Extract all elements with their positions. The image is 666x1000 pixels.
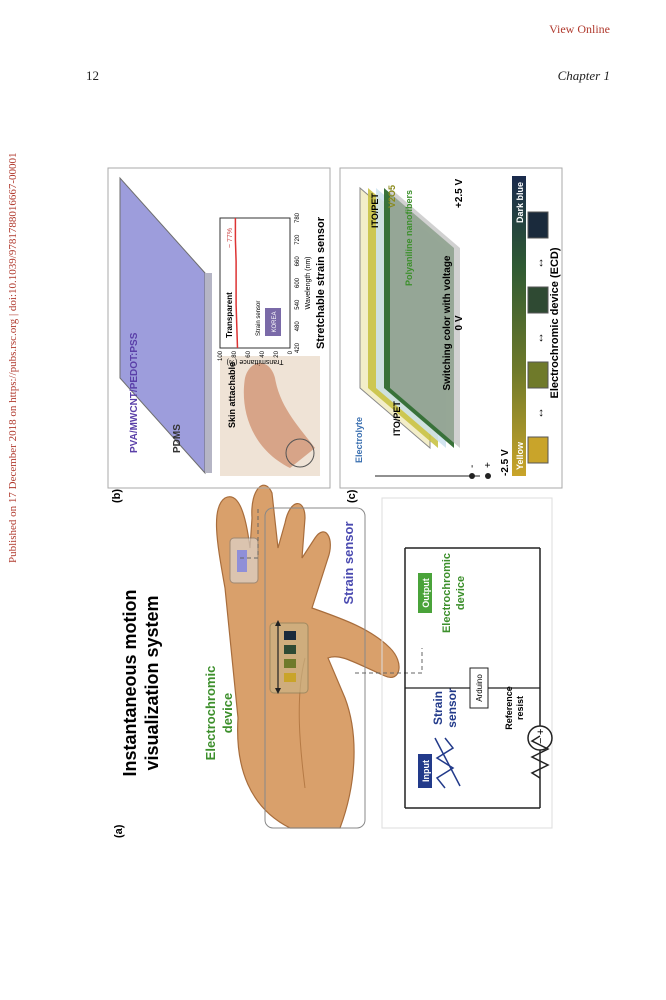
double-arrow-icon: ↔ — [532, 257, 546, 269]
y-tick-label: 80 — [232, 350, 238, 357]
chart-marks: 420 480 540 600 660 720 780 0 20 40 60 80 100 — [218, 212, 301, 361]
electrolyte-label: Electrolyte — [354, 417, 364, 463]
panel-b-label: (b) — [111, 489, 123, 503]
yellow-label: Yellow — [515, 441, 525, 470]
transmittance-value: ~ 77% — [227, 228, 234, 248]
dark-blue-label: Dark blue — [515, 182, 525, 223]
v-pos-label: +2.5 V — [454, 178, 465, 208]
y-tick-label: 100 — [218, 350, 224, 361]
panel-b-caption: Stretchable strain sensor — [315, 216, 327, 349]
pdms-label: PDMS — [172, 424, 183, 453]
reference-label-2: resist — [515, 696, 525, 720]
ito-bottom-layer — [390, 188, 460, 448]
view-online-link[interactable]: View Online — [549, 22, 610, 36]
strain-sensor-patch — [229, 537, 259, 584]
chapter-title: Chapter 1 — [557, 68, 610, 83]
y-tick-label: 60 — [246, 350, 252, 357]
korea-label: KOREA — [272, 311, 278, 332]
panel-c-label: (c) — [346, 489, 358, 503]
reference-label-1: Reference — [504, 686, 514, 730]
y-tick-label: 40 — [260, 350, 266, 357]
electrochromic-label-2: device — [220, 693, 235, 733]
terminal-plus: + — [483, 462, 494, 468]
ec-label-2: device — [455, 576, 467, 610]
input-label: Input — [421, 760, 431, 782]
input-badge — [418, 754, 432, 788]
strain-label-2: sensor — [445, 688, 459, 728]
ecd-color-swatch — [527, 436, 549, 464]
y-tick-label: 20 — [274, 350, 280, 357]
electrochromic-label-1: Electrochromic — [203, 666, 218, 761]
ecd-patch — [269, 620, 309, 694]
transmittance-line — [234, 218, 239, 349]
x-tick-label: 780 — [295, 212, 301, 223]
panel-a: (a) Instantaneous motion visualization s… — [113, 484, 553, 838]
panel-a-title-2: visualization system — [142, 595, 162, 770]
x-tick-label: 420 — [295, 342, 301, 353]
page-number: 12 — [86, 68, 99, 83]
figure-svg: (a) Instantaneous motion visualization s… — [107, 167, 563, 838]
arduino-label: Arduino — [475, 674, 484, 702]
ecd-color-swatch — [527, 286, 549, 314]
double-arrow-icon: ↔ — [532, 407, 546, 419]
panel-c: (c) ITO/PET V2O5 Polyaniline nanofibers … — [339, 167, 563, 503]
skin-photo: Skin attachable — [220, 356, 320, 476]
transparent-label: Transparent — [225, 292, 234, 338]
ecd-color-swatch — [527, 211, 549, 239]
korea-photo — [265, 308, 281, 336]
v-zero-label: 0 V — [454, 315, 465, 330]
x-tick-label: 540 — [295, 299, 301, 310]
strain-label-1: Strain — [431, 691, 445, 725]
output-badge — [418, 573, 432, 613]
circuit-diagram: − + Input Strain sensor Arduino Referenc… — [381, 497, 553, 829]
ecd-color-swatch — [527, 361, 549, 389]
chart-strain-label: Strain sensor — [256, 301, 262, 336]
switching-label: Switching color with voltage — [442, 255, 453, 390]
panel-c-caption: Electrochromic device (ECD) — [549, 247, 561, 398]
panel-b: (b) PVA/MWCNT/PEDOT:PSS PDMS Skin attach… — [107, 167, 331, 503]
pdms-layer — [205, 273, 212, 473]
x-tick-label: 660 — [295, 256, 301, 267]
terminal-minus-icon — [469, 473, 475, 479]
color-gradient-bar — [512, 176, 526, 476]
polyaniline-label: Polyaniline nanofibers — [404, 190, 414, 286]
v-neg-label: -2.5 V — [500, 449, 511, 476]
reference-resistor-icon — [530, 735, 550, 779]
panel-b-frame — [107, 167, 331, 489]
ec-label-1: Electrochromic — [441, 553, 453, 633]
chart-ylabel: Transmittance (%) — [227, 358, 284, 365]
connector-b — [240, 508, 259, 559]
ito-top-label: ITO/PET — [370, 193, 380, 228]
connector-c — [355, 648, 423, 674]
skin-label: Skin attachable — [227, 362, 237, 428]
panel-a-label: (a) — [113, 824, 125, 838]
x-tick-label: 600 — [295, 277, 301, 288]
plus-sign: + — [535, 729, 547, 735]
v2o5-label: V2O5 — [387, 185, 397, 208]
panel-c-frame — [339, 167, 563, 489]
chart-xlabel: Wavelength (nm) — [305, 256, 312, 309]
ito-bottom-label: ITO/PET — [392, 401, 402, 436]
figure: (a) Instantaneous motion visualization s… — [100, 158, 570, 848]
variable-resistor-icon — [435, 737, 455, 789]
film-label: PVA/MWCNT/PEDOT:PSS — [129, 332, 140, 453]
panel-a-title-1: Instantaneous motion — [120, 589, 140, 776]
strain-sensor-label: Strain sensor — [341, 521, 356, 604]
x-tick-label: 480 — [295, 321, 301, 332]
x-tick-label: 720 — [295, 234, 301, 245]
terminal-minus: - — [467, 465, 478, 468]
publication-note: Published on 17 December 2018 on https:/… — [7, 152, 19, 563]
terminal-plus-icon — [485, 473, 491, 479]
swatches: ↔ ↔ ↔ — [527, 211, 549, 464]
y-tick-label: 0 — [288, 350, 294, 354]
callout-box — [264, 507, 366, 829]
output-label: Output — [421, 578, 431, 608]
double-arrow-icon: ↔ — [532, 332, 546, 344]
minus-sign: − — [535, 738, 547, 744]
